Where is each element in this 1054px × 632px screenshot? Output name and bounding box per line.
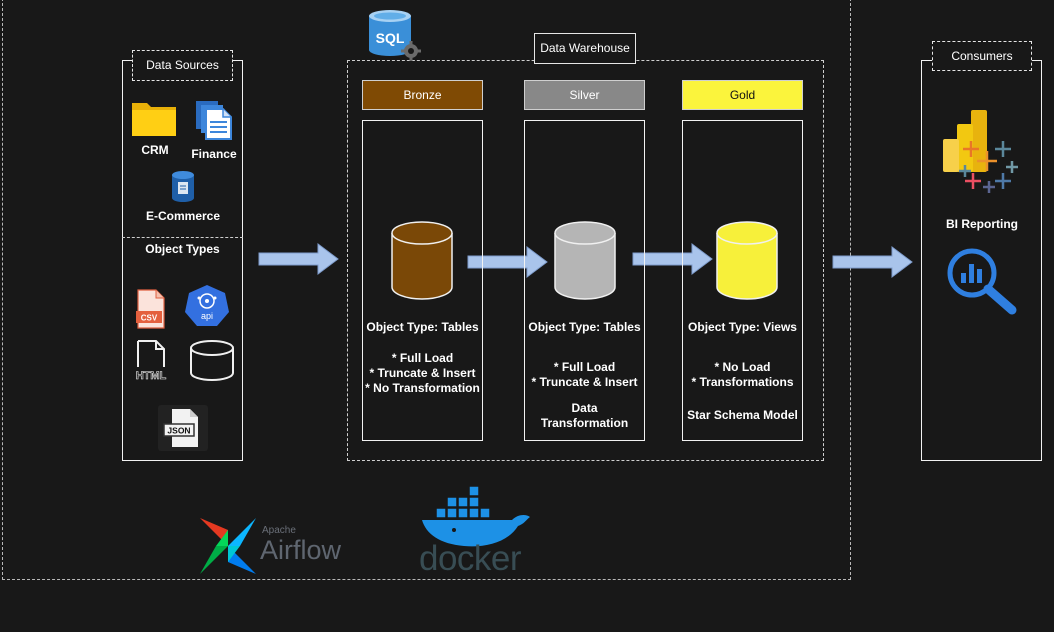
- arrow-silver-to-gold: [632, 243, 713, 275]
- gold-detail-transformations: * Transformations: [691, 375, 794, 389]
- silver-object-type: Object Type: Tables: [528, 320, 641, 334]
- cylinder-icon: [190, 340, 234, 381]
- finance-label: Finance: [191, 147, 237, 161]
- bronze-object-type: Object Type: Tables: [366, 320, 479, 334]
- object-types-title: Object Types: [145, 242, 220, 256]
- gold-cylinder-icon: [716, 221, 778, 300]
- ecommerce-label: E-Commerce: [145, 209, 221, 223]
- arrow-sources-to-warehouse: [258, 243, 339, 275]
- docker-whale-icon: [422, 485, 530, 547]
- html-icon: HTML: [135, 340, 167, 382]
- gold-layer-box: [682, 120, 803, 441]
- gold-extra-star-schema: Star Schema Model: [687, 408, 798, 422]
- tableau-icon: [959, 141, 1018, 193]
- json-icon: JSON: [158, 405, 208, 451]
- silver-layer-header: Silver: [524, 80, 645, 110]
- bronze-detail-no-transformation: * No Transformation: [365, 381, 480, 395]
- arrow-bronze-to-silver: [467, 246, 548, 278]
- silver-layer-box: [524, 120, 645, 441]
- api-icon-text: api: [201, 311, 213, 321]
- bronze-cylinder-icon: [391, 221, 453, 300]
- consumers-title: Consumers: [932, 41, 1032, 71]
- silver-extra-transformation: Transformation: [540, 416, 629, 430]
- bronze-detail-truncate-insert: * Truncate & Insert: [369, 366, 476, 380]
- crm-label: CRM: [141, 143, 169, 157]
- airflow-apache-text: Apache: [262, 525, 296, 536]
- csv-icon: CSV: [136, 289, 165, 329]
- silver-detail-truncate-insert: * Truncate & Insert: [531, 375, 638, 389]
- bronze-detail-full-load: * Full Load: [391, 351, 454, 365]
- html-icon-text: HTML: [136, 370, 167, 382]
- analytics-search-icon: [947, 248, 1017, 315]
- airflow-text: Airflow: [260, 535, 342, 565]
- arrow-warehouse-to-consumers: [832, 246, 913, 278]
- data-sources-title: Data Sources: [132, 50, 233, 81]
- documents-icon: [196, 101, 232, 140]
- database-icon: [172, 171, 194, 202]
- bronze-layer-header: Bronze: [362, 80, 483, 110]
- power-bi-icon: [943, 110, 987, 172]
- sql-logo-text: SQL: [376, 30, 405, 46]
- data-warehouse-title: Data Warehouse: [534, 33, 636, 64]
- gold-detail-no-load: * No Load: [714, 360, 771, 374]
- folder-icon: [132, 103, 176, 136]
- architecture-frame: [2, 0, 851, 580]
- gold-layer-header: Gold: [682, 80, 803, 110]
- silver-detail-full-load: * Full Load: [553, 360, 616, 374]
- csv-icon-text: CSV: [141, 314, 158, 323]
- bi-reporting-label: BI Reporting: [946, 217, 1018, 231]
- sql-server-icon: SQL: [369, 10, 421, 61]
- airflow-logo-icon: [200, 518, 256, 574]
- json-icon-text: JSON: [167, 426, 190, 436]
- docker-text: docker: [419, 539, 522, 578]
- gold-object-type: Object Type: Views: [688, 320, 797, 334]
- bronze-layer-box: [362, 120, 483, 441]
- silver-cylinder-icon: [554, 221, 616, 300]
- sources-divider: [122, 237, 243, 238]
- silver-extra-data: Data: [571, 401, 598, 415]
- api-icon: api: [185, 285, 229, 326]
